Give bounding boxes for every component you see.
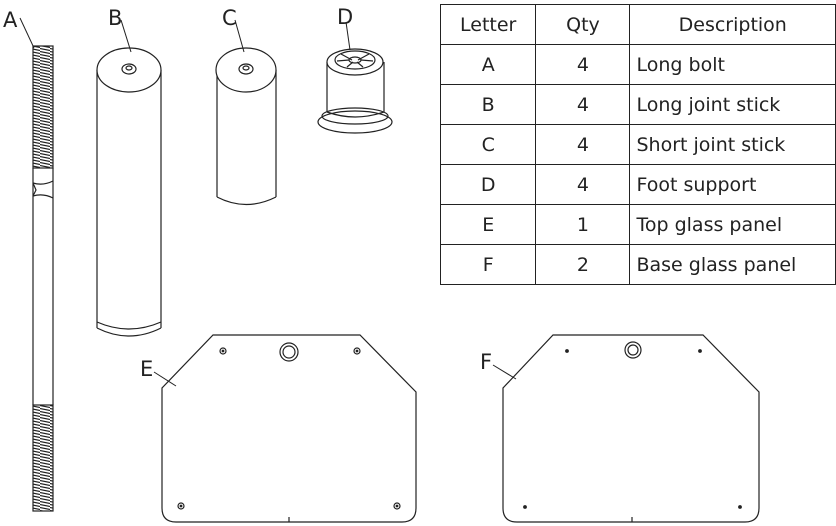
foot-support-drawing <box>317 48 393 134</box>
parts-table: Letter Qty Description A 4 Long bolt B 4… <box>439 4 836 285</box>
table-row: D 4 Foot support <box>439 164 836 205</box>
row-qty: 4 <box>535 84 631 125</box>
header-description: Description <box>629 4 836 45</box>
leader-line-f <box>492 364 517 380</box>
row-letter: E <box>439 204 537 245</box>
row-description: Long bolt <box>629 44 836 85</box>
label-a: A <box>3 8 18 32</box>
row-letter: B <box>439 84 537 125</box>
label-c: C <box>222 6 237 30</box>
label-d: D <box>337 5 353 29</box>
leader-line-b <box>120 19 132 53</box>
table-row: F 2 Base glass panel <box>439 244 836 285</box>
row-qty: 4 <box>535 44 631 85</box>
label-f: F <box>480 350 492 374</box>
row-letter: A <box>439 44 537 85</box>
label-b: B <box>108 6 122 30</box>
row-qty: 4 <box>535 124 631 165</box>
base-glass-panel-drawing <box>502 334 760 523</box>
row-letter: F <box>439 244 537 285</box>
leader-line-e <box>153 371 177 387</box>
top-glass-panel-drawing <box>161 334 417 523</box>
header-qty: Qty <box>535 4 631 45</box>
long-joint-stick-drawing <box>96 47 162 337</box>
bolt-top-thread <box>32 45 54 169</box>
header-letter: Letter <box>439 4 537 45</box>
table-row: E 1 Top glass panel <box>439 204 836 245</box>
row-qty: 2 <box>535 244 631 285</box>
short-joint-stick-drawing <box>215 47 277 206</box>
label-e: E <box>140 357 153 381</box>
table-header-row: Letter Qty Description <box>439 4 836 45</box>
table-row: A 4 Long bolt <box>439 44 836 85</box>
row-qty: 4 <box>535 164 631 205</box>
long-bolt-drawing <box>32 45 54 512</box>
leader-line-a <box>19 17 35 49</box>
row-letter: C <box>439 124 537 165</box>
row-description: Foot support <box>629 164 836 205</box>
table-row: C 4 Short joint stick <box>439 124 836 165</box>
row-description: Long joint stick <box>629 84 836 125</box>
row-description: Base glass panel <box>629 244 836 285</box>
row-description: Short joint stick <box>629 124 836 165</box>
leader-line-c <box>234 19 245 53</box>
bolt-bottom-thread <box>32 404 54 512</box>
row-letter: D <box>439 164 537 205</box>
leader-line-d <box>345 21 351 51</box>
row-description: Top glass panel <box>629 204 836 245</box>
table-row: B 4 Long joint stick <box>439 84 836 125</box>
row-qty: 1 <box>535 204 631 245</box>
